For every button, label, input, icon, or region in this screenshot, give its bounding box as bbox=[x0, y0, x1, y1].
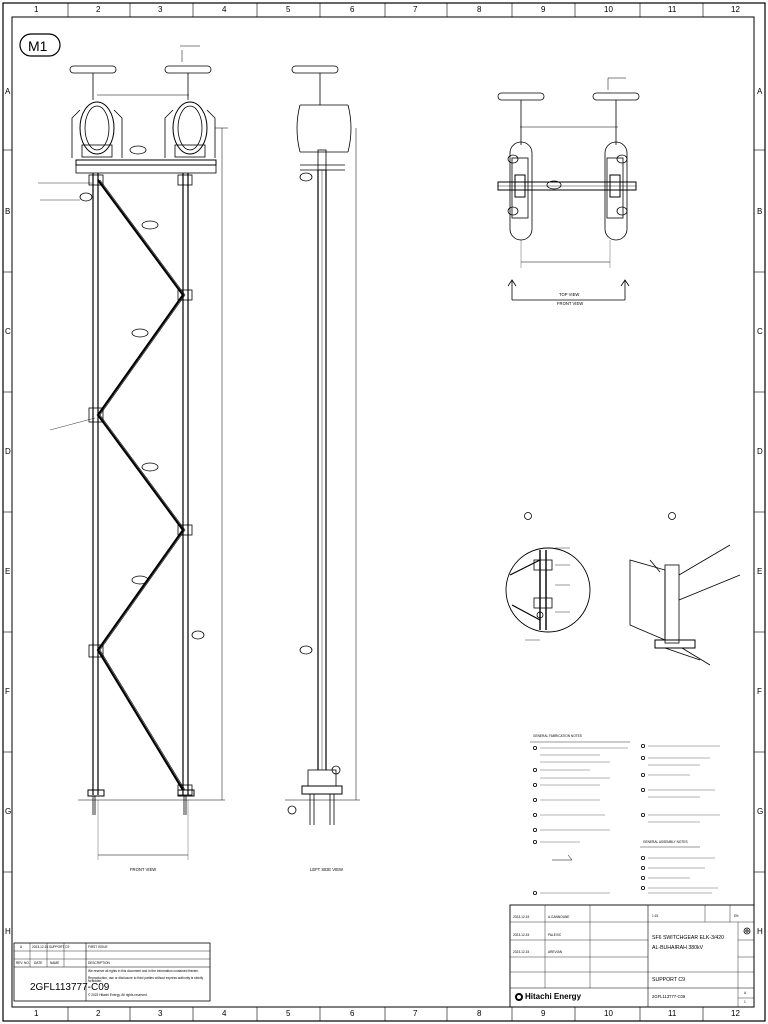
zone-column-label: 9 bbox=[541, 5, 546, 14]
title-name-1: A.GANNOUNE bbox=[548, 915, 570, 919]
revision-header-date: DATE bbox=[34, 961, 43, 965]
title-rev: A bbox=[744, 991, 747, 995]
zone-column-label: 10 bbox=[604, 5, 613, 14]
zone-row-label: B bbox=[5, 207, 11, 216]
zone-column-label: 12 bbox=[731, 5, 740, 14]
sheet-mark: M1 bbox=[28, 38, 48, 54]
zone-row-label: G bbox=[757, 807, 764, 816]
zone-row-label: C bbox=[5, 327, 11, 336]
revision-header-rev: REV. NO. bbox=[16, 961, 30, 965]
zone-row-label: C bbox=[757, 327, 763, 336]
title-date-2: 2023-12-15 bbox=[513, 933, 530, 937]
zone-row-label: G bbox=[5, 807, 12, 816]
project-line-2: AL-BUHAIRAH 380kV bbox=[652, 945, 704, 951]
zone-column-label: 6 bbox=[350, 5, 355, 14]
zone-column-label: 7 bbox=[413, 5, 418, 14]
zone-column-label: 4 bbox=[222, 1009, 227, 1018]
legal-line-3: © 2023 Hitachi Energy. All rights reserv… bbox=[88, 993, 148, 997]
zone-column-label: 8 bbox=[477, 1009, 482, 1018]
zone-column-label: 5 bbox=[286, 1009, 291, 1018]
assembly-notes-title: GENERAL ASSEMBLY NOTES bbox=[643, 840, 688, 844]
title-name-3: AREVIAN bbox=[548, 950, 562, 954]
zone-column-label: 7 bbox=[413, 1009, 418, 1018]
zone-row-label: F bbox=[5, 687, 10, 696]
revision-date: 2023-12-15 bbox=[32, 945, 49, 949]
zone-column-label: 1 bbox=[34, 5, 39, 14]
revision-header-name: NAME bbox=[50, 961, 60, 965]
project-line-1: SF6 SWITCHGEAR ELK-3/420 bbox=[652, 935, 725, 941]
left-side-view-label: LEFT SIDE VIEW bbox=[310, 867, 343, 872]
title-date-1: 2023-12-15 bbox=[513, 915, 530, 919]
zone-column-label: 11 bbox=[668, 5, 677, 14]
revision-header-desc: DESCRIPTION bbox=[88, 961, 110, 965]
zone-column-label: 5 bbox=[286, 5, 291, 14]
zone-row-label: E bbox=[757, 567, 763, 576]
zone-column-label: 6 bbox=[350, 1009, 355, 1018]
legal-line-1: We reserve all rights in this document a… bbox=[88, 969, 199, 973]
zone-column-label: 12 bbox=[731, 1009, 740, 1018]
revision-by: FIRST ISSUE bbox=[88, 945, 108, 949]
revision-rev: A bbox=[20, 945, 23, 949]
zone-row-label: B bbox=[757, 207, 763, 216]
zone-row-label: D bbox=[5, 447, 11, 456]
zone-row-label: D bbox=[757, 447, 763, 456]
document-number-left: 2GFL113777-C09 bbox=[30, 982, 110, 993]
zone-column-label: 2 bbox=[96, 5, 101, 14]
zone-column-label: 8 bbox=[477, 5, 482, 14]
zone-column-label: 2 bbox=[96, 1009, 101, 1018]
title-doc-number: 2GFL113777-C09 bbox=[652, 994, 686, 999]
title-lang: EN bbox=[734, 914, 739, 918]
zone-column-label: 1 bbox=[34, 1009, 39, 1018]
zone-row-label: F bbox=[757, 687, 762, 696]
title-date-3: 2023-12-15 bbox=[513, 950, 530, 954]
revision-desc: SUPPORT C9 bbox=[49, 945, 70, 949]
drawing-title: SUPPORT C9 bbox=[652, 977, 685, 983]
brand-logo-text: Hitachi Energy bbox=[525, 992, 582, 1001]
zone-column-label: 3 bbox=[158, 5, 163, 14]
zone-column-label: 10 bbox=[604, 1009, 613, 1018]
zone-column-label: 3 bbox=[158, 1009, 163, 1018]
fabrication-notes-title: GENERAL FABRICATION NOTES bbox=[533, 734, 582, 738]
zone-row-label: A bbox=[757, 87, 763, 96]
zone-column-label: 9 bbox=[541, 1009, 546, 1018]
zone-column-label: 4 bbox=[222, 5, 227, 14]
zone-column-label: 11 bbox=[668, 1009, 677, 1018]
zone-row-label: H bbox=[757, 927, 763, 936]
zone-row-label: E bbox=[5, 567, 11, 576]
title-scale: 1:15 bbox=[652, 914, 659, 918]
front-view-arrow-label: FRONT VIEW bbox=[557, 301, 584, 306]
title-sheet: 1 bbox=[744, 1000, 746, 1004]
title-name-2: PALEVIC bbox=[548, 933, 562, 937]
zone-row-label: H bbox=[5, 927, 11, 936]
top-view-label: TOP VIEW bbox=[559, 292, 580, 297]
front-view-label: FRONT VIEW bbox=[130, 867, 157, 872]
zone-row-label: A bbox=[5, 87, 11, 96]
legal-line-2: Reproduction, use or disclosure to third… bbox=[88, 976, 204, 984]
